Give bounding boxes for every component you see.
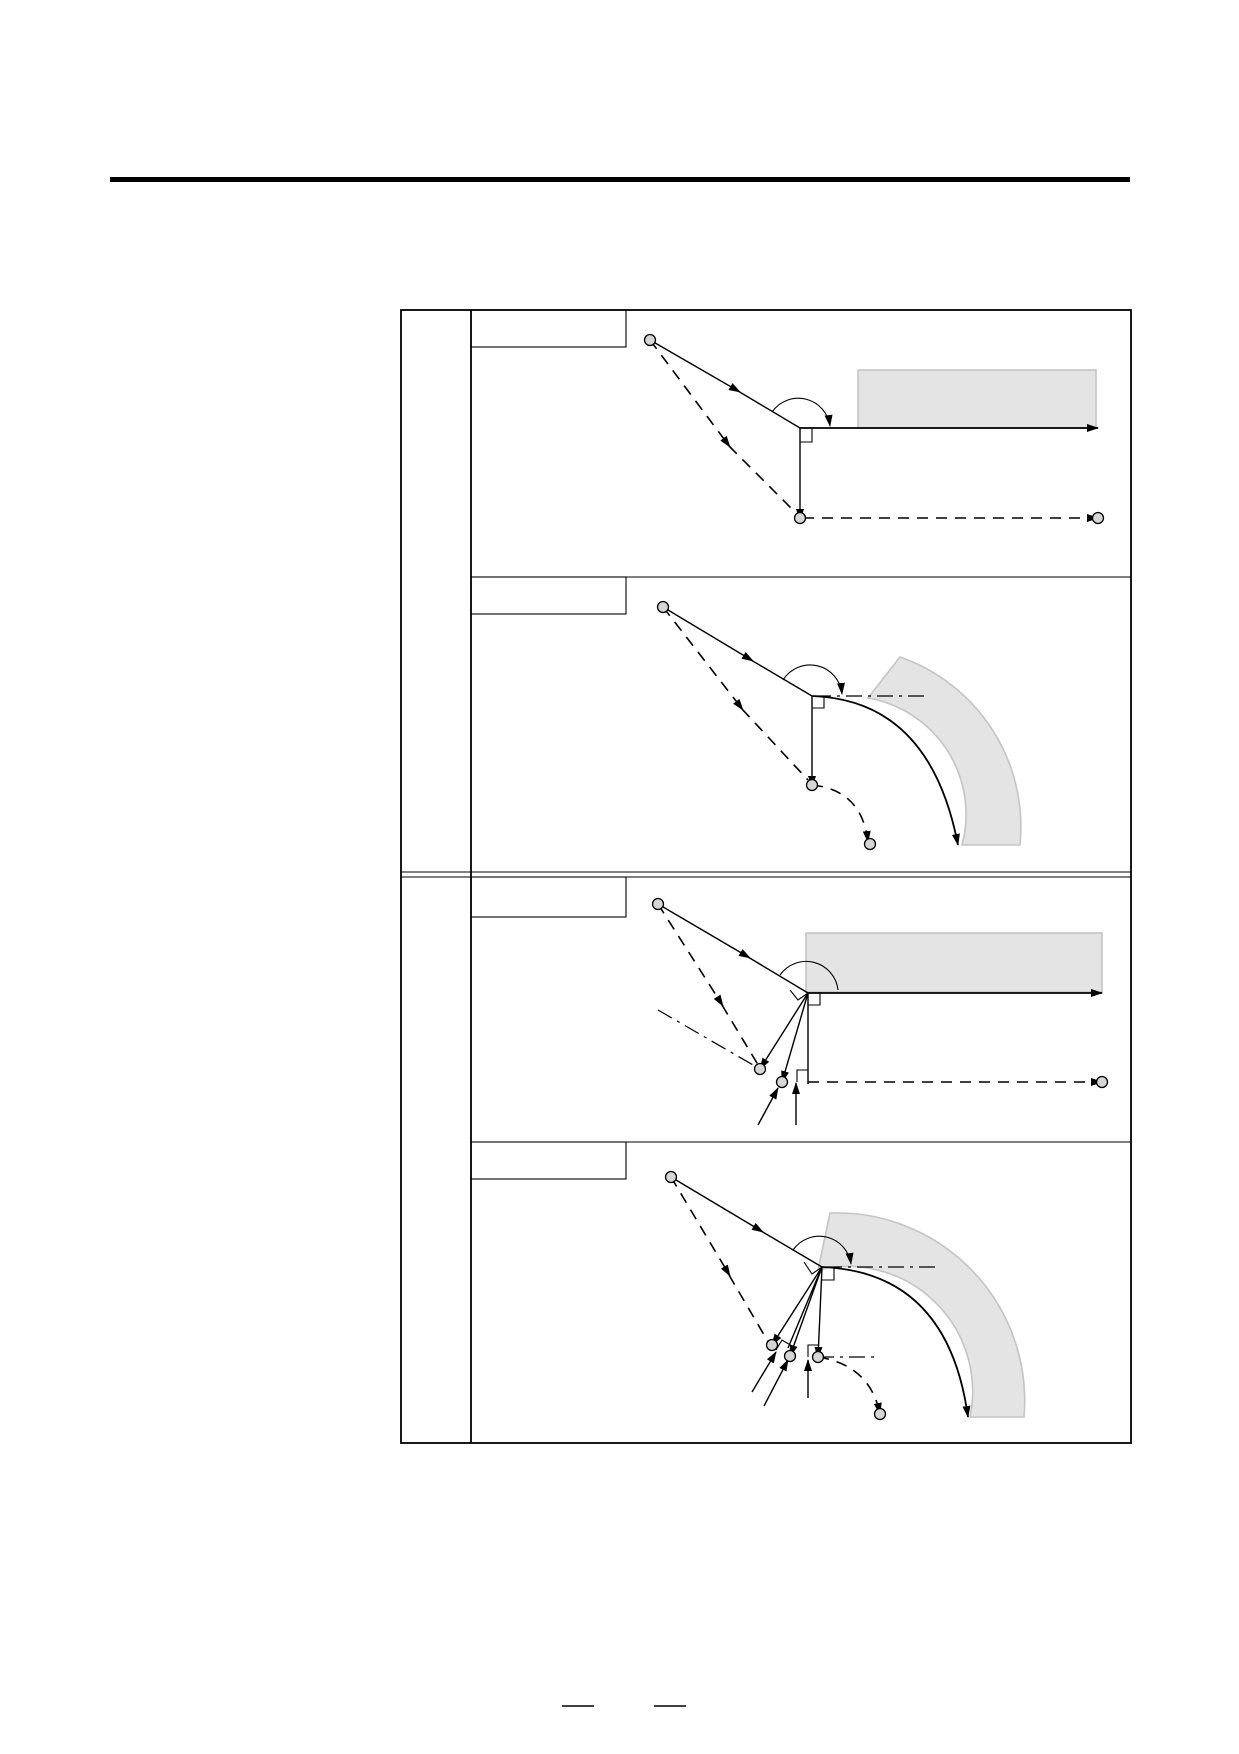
panel-4-drawing: [664, 1170, 1026, 1421]
workpiece-rect: [805, 932, 1103, 993]
panel-1-drawing: [643, 333, 1105, 525]
panel-label-1: [470, 309, 627, 348]
start-point: [643, 333, 657, 347]
panel-2-drawing: [656, 600, 1022, 851]
panel-label-4: [470, 1141, 627, 1180]
header-rule: [110, 177, 1130, 182]
panel-label-3: [470, 876, 627, 918]
workpiece-arc: [866, 656, 1022, 846]
panel-label-2: [470, 576, 627, 615]
workpiece-arc: [816, 1212, 1026, 1418]
workpiece-rect: [857, 369, 1097, 429]
panel-3-drawing: [651, 897, 1109, 1126]
